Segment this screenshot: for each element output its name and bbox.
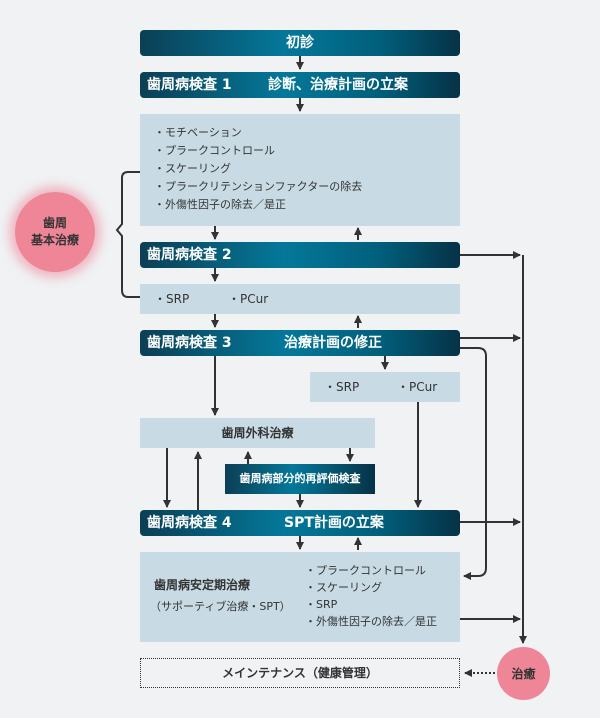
exam3-bar: 歯周病検査 3 治療計画の修正 <box>140 330 460 356</box>
surgery-label: 歯周外科治療 <box>221 426 294 440</box>
srp-box-2: ・SRP ・PCur <box>310 372 460 402</box>
spt-title: 歯周病安定期治療 <box>154 578 251 592</box>
spt-box: 歯周病安定期治療 （サポーティブ治療・SPT） ・プラークコントロール ・スケー… <box>140 552 460 642</box>
basic-treatment-circle: 歯周 基本治療 <box>15 192 95 272</box>
exam2-label: 歯周病検査 2 <box>147 247 232 263</box>
srp-item: ・SRP <box>324 380 360 394</box>
spt-subtitle: （サポーティブ治療・SPT） <box>150 600 291 613</box>
basic-circle-line2: 基本治療 <box>30 233 79 247</box>
exam1-label: 歯周病検査 1 <box>147 77 232 93</box>
spt-item: ・SRP <box>305 598 338 611</box>
basic-item: ・プラークリテンションファクターの除去 <box>154 180 363 193</box>
exam4-bar: 歯周病検査 4 SPT計画の立案 <box>140 510 460 536</box>
srp-box-1: ・SRP ・PCur <box>140 284 460 314</box>
maintenance-label: メインテナンス（健康管理） <box>222 666 378 680</box>
pcur-item: ・PCur <box>228 292 269 306</box>
maintenance-box: メインテナンス（健康管理） <box>140 658 460 688</box>
brace <box>115 171 140 298</box>
srp-item: ・SRP <box>154 292 190 306</box>
surgery-box: 歯周外科治療 <box>140 418 375 448</box>
basic-circle-line1: 歯周 <box>42 216 67 230</box>
exam3-label: 歯周病検査 3 <box>147 335 232 351</box>
spt-item: ・プラークコントロール <box>305 564 426 577</box>
partial-reeval-bar: 歯周病部分的再評価検査 <box>225 464 375 494</box>
first-visit-label: 初診 <box>286 35 314 51</box>
basic-item: ・外傷性因子の除去／是正 <box>154 198 286 211</box>
basic-item: ・スケーリング <box>154 162 231 175</box>
spt-item: ・スケーリング <box>305 581 382 594</box>
partial-reeval-label: 歯周病部分的再評価検査 <box>239 472 361 485</box>
basic-treatment-box: ・モチベーション ・プラークコントロール ・スケーリング ・プラークリテンション… <box>140 114 460 226</box>
exam3-sub: 治療計画の修正 <box>284 335 382 351</box>
first-visit-bar: 初診 <box>140 30 460 56</box>
basic-item: ・プラークコントロール <box>154 144 275 157</box>
exam2-bar: 歯周病検査 2 <box>140 242 460 268</box>
exam1-bar: 歯周病検査 1 診断、治療計画の立案 <box>140 72 460 98</box>
pcur-item: ・PCur <box>397 380 438 394</box>
exam1-sub: 診断、治療計画の立案 <box>268 77 408 93</box>
healed-label: 治癒 <box>511 667 536 681</box>
spt-item: ・外傷性因子の除去／是正 <box>305 615 437 628</box>
basic-item: ・モチベーション <box>154 126 242 139</box>
healed-circle: 治癒 <box>497 647 550 700</box>
exam4-sub: SPT計画の立案 <box>284 515 384 531</box>
arrow-exam3-to-spt <box>460 347 487 580</box>
exam4-label: 歯周病検査 4 <box>147 515 232 531</box>
